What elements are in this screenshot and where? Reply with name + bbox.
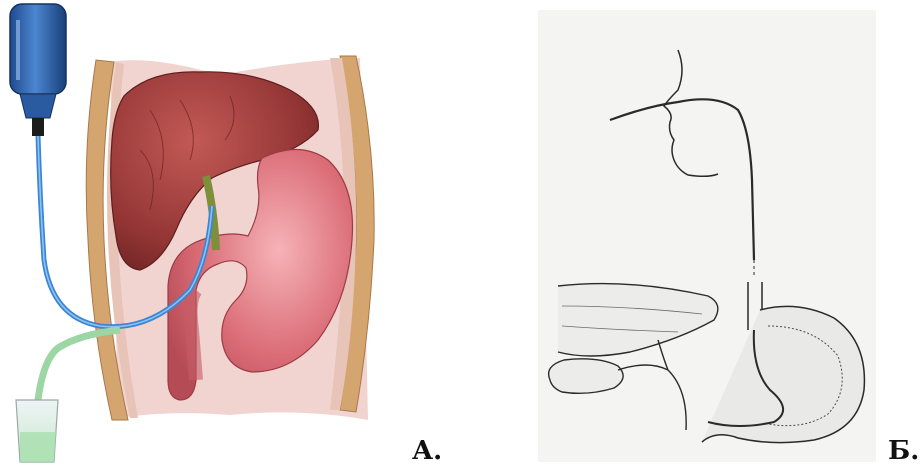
panel-a-illustration: А.	[0, 0, 420, 468]
liver-outline	[558, 284, 718, 356]
biliary-drainage-illustration	[0, 0, 420, 468]
nasal-tube	[610, 99, 754, 260]
panel-b-sketch	[538, 10, 876, 462]
face-profile	[664, 50, 718, 176]
bile-ducts	[618, 340, 686, 430]
panel-label-a: А.	[412, 436, 442, 466]
nasobiliary-drainage-sketch	[538, 10, 876, 462]
panel-label-b: Б.	[888, 436, 919, 466]
duodenum	[191, 290, 196, 380]
gallbladder	[549, 359, 624, 393]
stomach-outline	[702, 306, 864, 442]
